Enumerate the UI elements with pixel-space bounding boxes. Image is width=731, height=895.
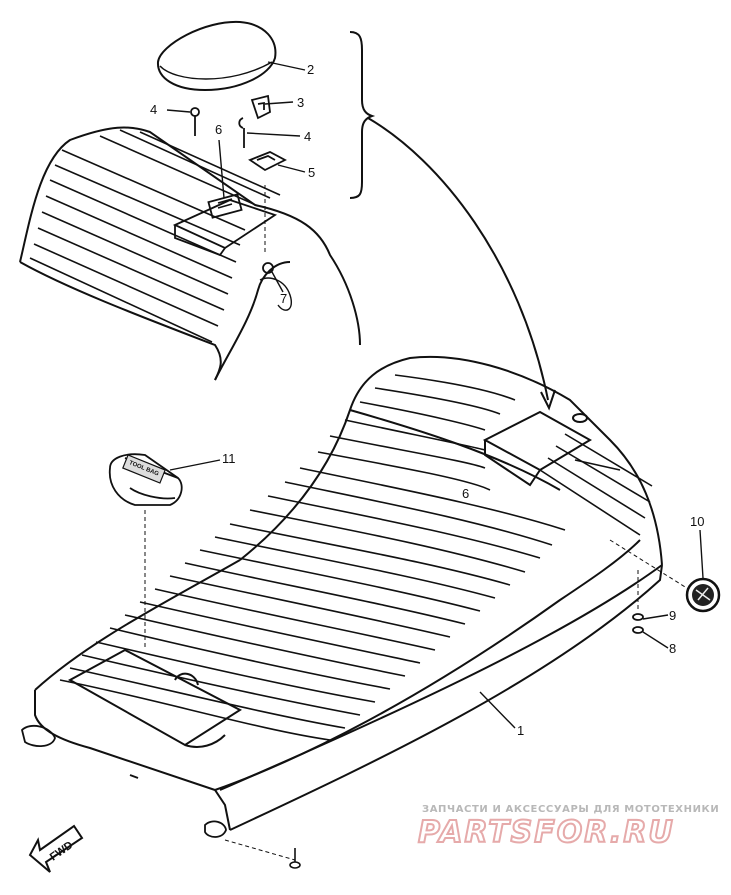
callout-6: 6 xyxy=(215,122,222,137)
mount-bolt xyxy=(289,848,301,869)
rivet-left xyxy=(190,107,200,136)
reference-arrowhead xyxy=(540,389,556,411)
callout-11: 11 xyxy=(222,451,236,466)
callout-leaders xyxy=(166,61,704,729)
callout-4-left: 4 xyxy=(150,102,157,117)
washer xyxy=(632,613,644,621)
latch-clip xyxy=(248,151,287,172)
watermark-logo: PARTSFOR.RU xyxy=(418,815,675,850)
seat-cover-pad xyxy=(156,20,277,92)
hook-bracket xyxy=(250,94,271,120)
fwd-arrow: FWD xyxy=(28,824,84,873)
callout-7: 7 xyxy=(280,291,287,306)
main-cover-marking: 6 xyxy=(462,486,469,501)
nut xyxy=(632,626,644,634)
callout-3: 3 xyxy=(297,95,304,110)
seat-ribs xyxy=(59,374,653,741)
callout-1: 1 xyxy=(517,723,524,738)
tool-bag xyxy=(108,453,183,506)
callout-4-right: 4 xyxy=(304,129,311,144)
callout-5: 5 xyxy=(308,165,315,180)
inset-seat-section xyxy=(19,126,361,381)
callout-9: 9 xyxy=(669,608,676,623)
watermark: ЗАПЧАСТИ И АКСЕССУАРЫ ДЛЯ МОТОТЕХНИКИ PA… xyxy=(417,804,719,851)
callout-2: 2 xyxy=(307,62,314,77)
group-bracket xyxy=(349,31,376,199)
rivet-right xyxy=(238,117,245,148)
assembly-lines-main xyxy=(144,510,691,861)
watermark-tagline: ЗАПЧАСТИ И АКСЕССУАРЫ ДЛЯ МОТОТЕХНИКИ xyxy=(422,804,719,815)
callout-8: 8 xyxy=(669,641,676,656)
emblem xyxy=(685,577,721,613)
callout-numbers: 1 2 3 4 4 5 6 7 8 9 10 11 xyxy=(150,62,704,738)
callout-10: 10 xyxy=(690,514,704,529)
reference-arrow xyxy=(367,117,549,401)
